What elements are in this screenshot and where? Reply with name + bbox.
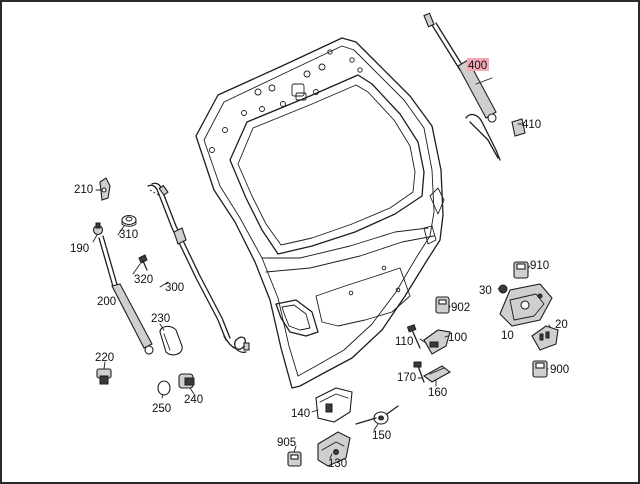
- switch-bracket[interactable]: [422, 365, 452, 383]
- connector-plug-902[interactable]: [435, 296, 450, 314]
- closing-motor[interactable]: [317, 431, 351, 467]
- label-100[interactable]: 100: [448, 332, 467, 344]
- wiring-harness[interactable]: [147, 182, 250, 353]
- label-160[interactable]: 160: [428, 387, 447, 399]
- strut-bracket[interactable]: [465, 113, 526, 161]
- label-410[interactable]: 410: [522, 119, 541, 131]
- tailgate-panel[interactable]: [195, 37, 445, 389]
- label-900[interactable]: 900: [550, 364, 569, 376]
- drive-pulley[interactable]: [355, 405, 399, 425]
- rubber-buffer[interactable]: [178, 373, 195, 389]
- connector-plug-905[interactable]: [287, 451, 302, 467]
- rubber-cap[interactable]: [159, 325, 183, 356]
- release-switch[interactable]: [423, 329, 451, 355]
- connector-plug-900[interactable]: [532, 360, 548, 378]
- ball-stud[interactable]: [92, 222, 104, 236]
- tailgate-latch[interactable]: [499, 283, 553, 327]
- label-20[interactable]: 20: [555, 319, 568, 331]
- screw-30[interactable]: [498, 284, 508, 294]
- label-30[interactable]: 30: [479, 285, 492, 297]
- label-140[interactable]: 140: [291, 408, 310, 420]
- label-230[interactable]: 230: [151, 313, 170, 325]
- nut[interactable]: [121, 214, 137, 227]
- label-130[interactable]: 130: [328, 458, 347, 470]
- label-300[interactable]: 300: [165, 282, 184, 294]
- label-110[interactable]: 110: [395, 336, 413, 348]
- label-10[interactable]: 10: [501, 330, 514, 342]
- bumper-stop[interactable]: [96, 368, 112, 385]
- label-320[interactable]: 320: [134, 274, 153, 286]
- label-902[interactable]: 902: [451, 302, 470, 314]
- connector-20[interactable]: [531, 325, 559, 351]
- part-labels: 400 410 210 310 190 320 200 300 230 220 …: [70, 58, 569, 470]
- leader-lines: [92, 77, 551, 459]
- label-240[interactable]: 240: [184, 394, 203, 406]
- actuator-housing[interactable]: [315, 387, 353, 423]
- gas-strut-right[interactable]: [423, 12, 497, 123]
- gas-strut-left[interactable]: [98, 235, 154, 355]
- label-400[interactable]: 400: [468, 60, 487, 72]
- label-170[interactable]: 170: [397, 372, 416, 384]
- label-150[interactable]: 150: [372, 430, 391, 442]
- label-910[interactable]: 910: [530, 260, 549, 272]
- screw-110[interactable]: [406, 324, 421, 349]
- screw-170[interactable]: [413, 361, 425, 383]
- screw[interactable]: [138, 254, 148, 271]
- seal-ring[interactable]: [157, 380, 171, 396]
- label-310[interactable]: 310: [119, 229, 138, 241]
- strut-mount-bracket[interactable]: [99, 177, 111, 201]
- connector-plug[interactable]: [513, 261, 529, 279]
- label-905[interactable]: 905: [277, 437, 296, 449]
- highlight-400: [467, 58, 489, 71]
- label-210[interactable]: 210: [74, 184, 93, 196]
- label-190[interactable]: 190: [70, 243, 89, 255]
- label-250[interactable]: 250: [152, 403, 171, 415]
- label-220[interactable]: 220: [95, 352, 114, 364]
- label-200[interactable]: 200: [97, 296, 116, 308]
